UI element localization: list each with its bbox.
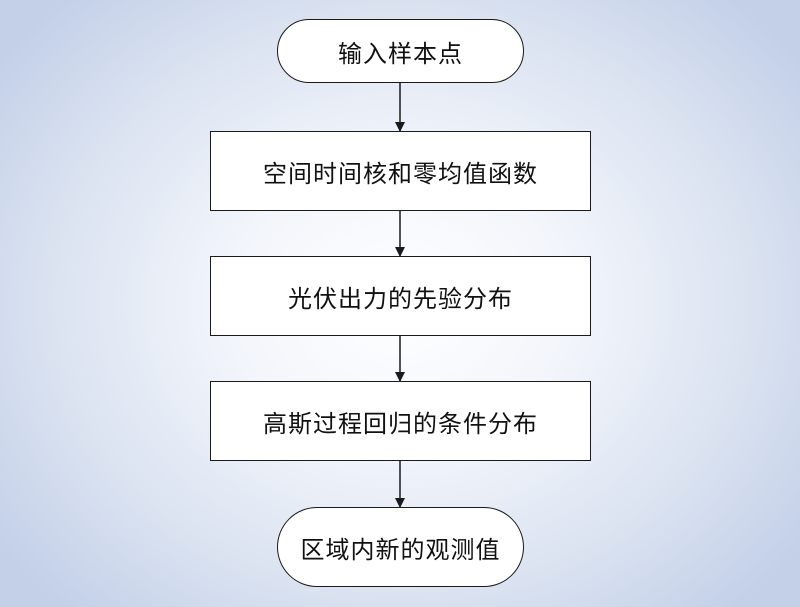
node-start-input-sample-points: 输入样本点 xyxy=(277,19,524,83)
node-gpr-conditional-distribution: 高斯过程回归的条件分布 xyxy=(210,381,591,461)
node-kernel-and-mean-function: 空间时间核和零均值函数 xyxy=(210,131,591,211)
node-pv-output-prior-distribution: 光伏出力的先验分布 xyxy=(210,256,591,336)
node-end-new-observations: 区域内新的观测值 xyxy=(277,507,524,587)
